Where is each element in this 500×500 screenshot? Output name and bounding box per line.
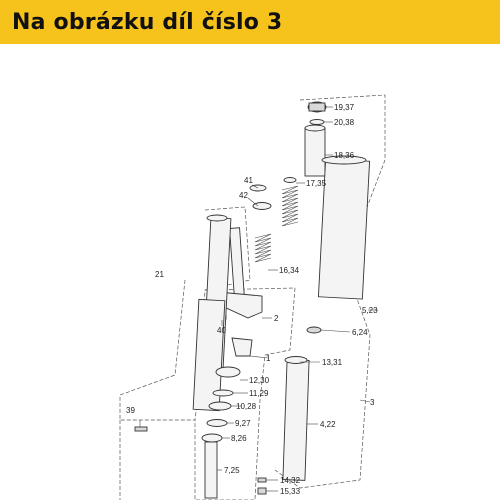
washer-9 xyxy=(206,419,228,427)
clip xyxy=(212,389,234,397)
label-5-23: 5,23 xyxy=(362,306,378,315)
damper-cartridge-top xyxy=(304,124,326,132)
label-15-33: 15,33 xyxy=(280,487,301,496)
label-10-28: 10,28 xyxy=(236,402,257,411)
slide-bushing xyxy=(306,326,322,334)
label-9-27: 9,27 xyxy=(235,419,251,428)
bushing-8 xyxy=(201,433,223,443)
label-14-32: 14,32 xyxy=(280,476,301,485)
label-1: 1 xyxy=(266,354,271,363)
outer-tube-lower-top xyxy=(284,356,308,364)
label-3: 3 xyxy=(370,398,375,407)
label-13-31: 13,31 xyxy=(322,358,343,367)
inner-tube-left-top xyxy=(206,214,228,222)
dust-seal xyxy=(215,366,241,378)
damper-cartridge xyxy=(304,127,326,177)
label-42: 42 xyxy=(239,191,248,200)
label-39: 39 xyxy=(126,406,135,415)
label-8-26: 8,26 xyxy=(231,434,247,443)
title-banner: Na obrázku díl číslo 3 xyxy=(0,0,500,44)
guide-1 xyxy=(231,337,253,357)
axle-holder-left xyxy=(192,298,226,412)
exploded-fork-diagram: 19,37 20,38 18,36 17,35 41 42 21 16,34 2… xyxy=(119,94,386,500)
bolt-39 xyxy=(134,426,148,432)
leader-42 xyxy=(247,197,259,207)
page-title: Na obrázku díl číslo 3 xyxy=(12,9,283,35)
washer-42 xyxy=(252,202,272,210)
label-4-22: 4,22 xyxy=(320,420,336,429)
label-7-25: 7,25 xyxy=(224,466,240,475)
label-17-35: 17,35 xyxy=(306,179,327,188)
label-19-37: 19,37 xyxy=(334,103,355,112)
outer-tube-right xyxy=(317,158,371,300)
label-40: 40 xyxy=(217,326,226,335)
leader-6 xyxy=(320,329,351,333)
leader-3 xyxy=(359,399,371,403)
spring-upper xyxy=(281,185,299,227)
outline-center-assembly xyxy=(194,287,296,500)
label-18-36: 18,36 xyxy=(334,151,355,160)
inner-rod xyxy=(229,227,245,299)
label-11-29: 11,29 xyxy=(249,389,269,398)
label-2: 2 xyxy=(274,314,279,323)
oil-seal xyxy=(208,401,232,411)
label-6-24: 6,24 xyxy=(352,328,368,337)
label-20-38: 20,38 xyxy=(334,118,355,127)
cap-bolt-body xyxy=(308,102,326,112)
leader-1 xyxy=(249,355,269,359)
outer-tube-lower xyxy=(282,359,310,481)
drain-bolt-14 xyxy=(257,477,267,483)
damper-rod-7 xyxy=(204,441,218,499)
o-ring-top xyxy=(309,119,325,125)
spring-lower xyxy=(254,233,272,263)
label-21: 21 xyxy=(155,270,164,279)
label-12-30: 12,30 xyxy=(249,376,270,385)
label-16-34: 16,34 xyxy=(279,266,300,275)
leader-41 xyxy=(251,184,259,189)
outer-tube-right-top xyxy=(321,155,367,165)
label-41: 41 xyxy=(244,176,253,185)
bolt-15 xyxy=(257,487,267,495)
washer-17 xyxy=(283,177,297,183)
